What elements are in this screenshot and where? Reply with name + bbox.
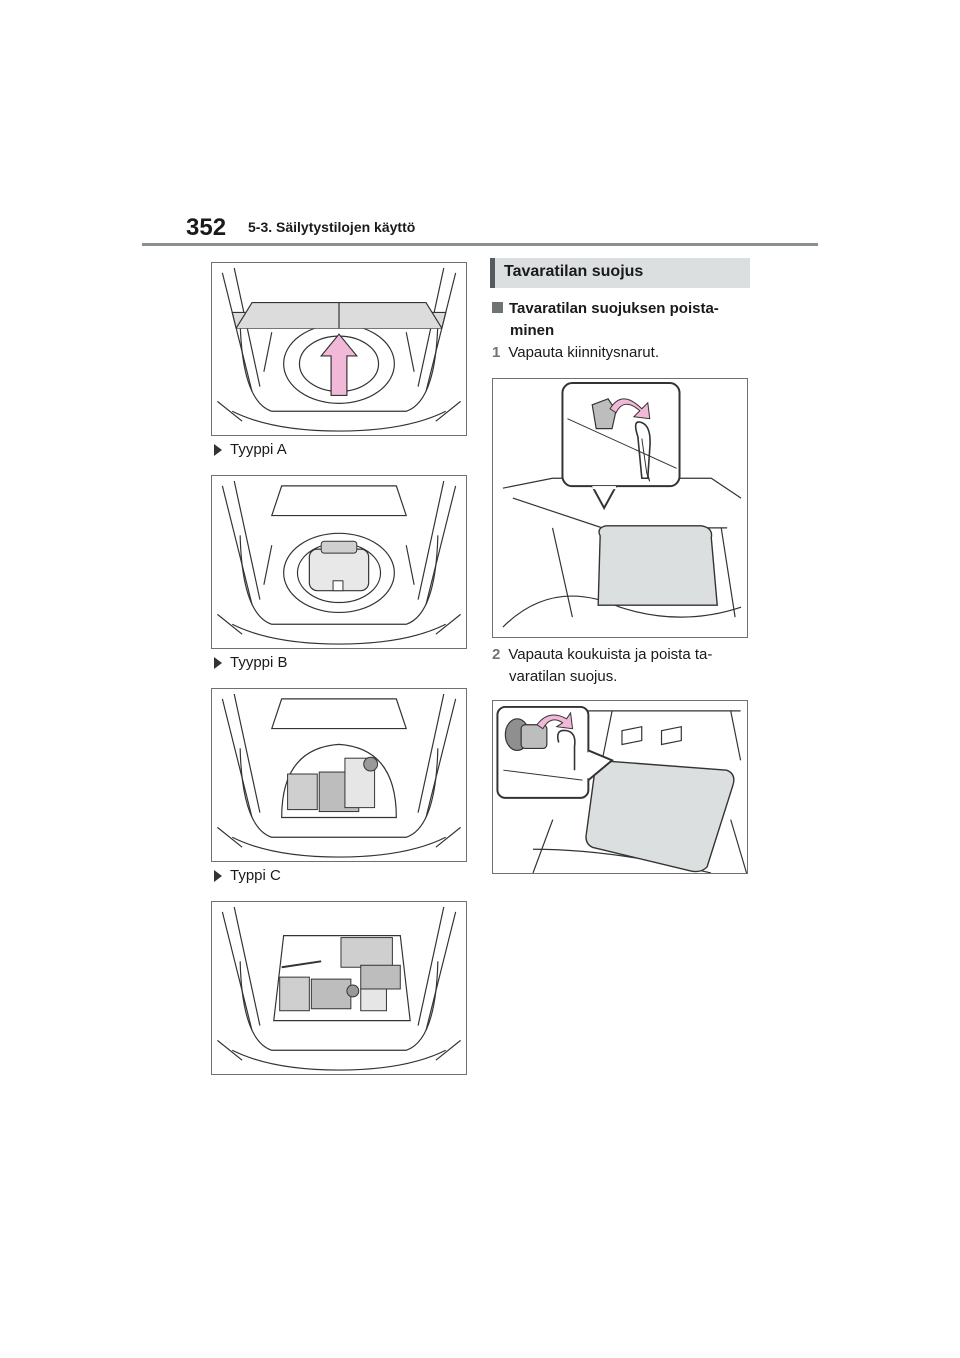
step-1: 1 Vapauta kiinnitysnarut. (492, 342, 659, 364)
step-text-line-2: varatilan suojus. (509, 668, 618, 685)
step-text: Vapauta kiinnitysnarut. (508, 344, 659, 361)
trunk-figure-board-lift (211, 262, 467, 436)
section-accent (490, 258, 495, 288)
bullet-triangle-icon (214, 443, 222, 456)
trunk-figure-type-b (211, 688, 467, 862)
section-title: 5-3. Säilytystilojen käyttö (248, 219, 416, 235)
bullet-triangle-icon (214, 656, 222, 669)
step-number: 1 (492, 344, 501, 361)
caption-type-a: Tyyppi A (214, 441, 287, 458)
section-heading: Tavaratilan suojus (504, 263, 644, 280)
step-2: 2 Vapauta koukuista ja poista ta- varatil… (492, 644, 712, 688)
subheading-line-2: minen (510, 322, 555, 339)
trunk-illustration (217, 906, 461, 1071)
caption-text: Tyyppi A (230, 441, 287, 458)
bullet-triangle-icon (214, 869, 222, 882)
subheading-line-1: Tavaratilan suojuksen poista- (509, 300, 719, 317)
page-number: 352 (186, 214, 227, 241)
cover-figure-remove-cover (492, 700, 748, 874)
trunk-illustration (217, 693, 461, 858)
cover-illustration (502, 381, 742, 628)
section-heading-bar: Tavaratilan suojus (490, 258, 750, 288)
caption-text: Tyyppi B (230, 654, 288, 671)
caption-type-c: Typpi C (214, 867, 281, 884)
trunk-figure-type-c (211, 901, 467, 1075)
square-bullet-icon (492, 302, 503, 313)
cover-figure-release-straps (492, 378, 748, 638)
trunk-figure-type-a (211, 475, 467, 649)
subheading: Tavaratilan suojuksen poista- minen (492, 298, 754, 342)
caption-type-b: Tyyppi B (214, 654, 288, 671)
cover-illustration (496, 705, 747, 873)
trunk-illustration (217, 480, 461, 645)
header-rule (142, 243, 818, 246)
caption-text: Typpi C (230, 867, 281, 884)
step-number: 2 (492, 646, 501, 663)
trunk-illustration (217, 267, 461, 432)
page-header: 352 5-3. Säilytystilojen käyttö (186, 214, 820, 248)
step-text-line-1: Vapauta koukuista ja poista ta- (508, 646, 713, 663)
